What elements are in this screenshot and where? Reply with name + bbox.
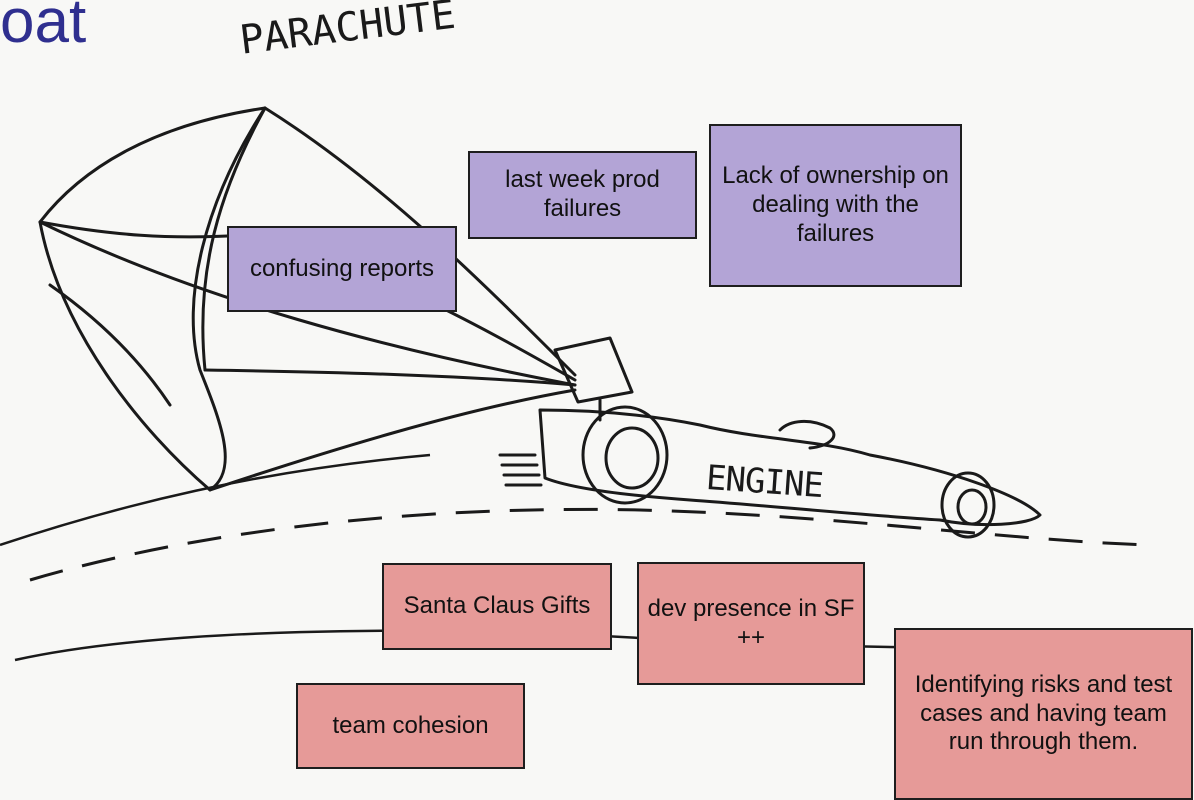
page-title: oat — [0, 0, 87, 56]
front-wheel — [940, 471, 996, 539]
engine-label: ENGINE — [704, 457, 825, 507]
note-confusing-reports: confusing reports — [227, 226, 457, 312]
rear-wheel — [581, 405, 669, 505]
note-santa-claus-gifts: Santa Claus Gifts — [382, 563, 612, 650]
rear-wing — [553, 336, 634, 404]
car-body — [538, 408, 1042, 527]
note-team-cohesion: team cohesion — [296, 683, 525, 769]
note-last-week-prod-failures: last week prod failures — [468, 151, 697, 239]
road-top-edge — [0, 453, 431, 547]
road-center-line — [29, 507, 1151, 582]
parachute-canopy — [38, 106, 267, 492]
note-dev-presence: dev presence in SF ++ — [637, 562, 865, 685]
note-identifying-risks: Identifying risks and test cases and hav… — [894, 628, 1193, 800]
note-lack-of-ownership: Lack of ownership on dealing with the fa… — [709, 124, 962, 287]
